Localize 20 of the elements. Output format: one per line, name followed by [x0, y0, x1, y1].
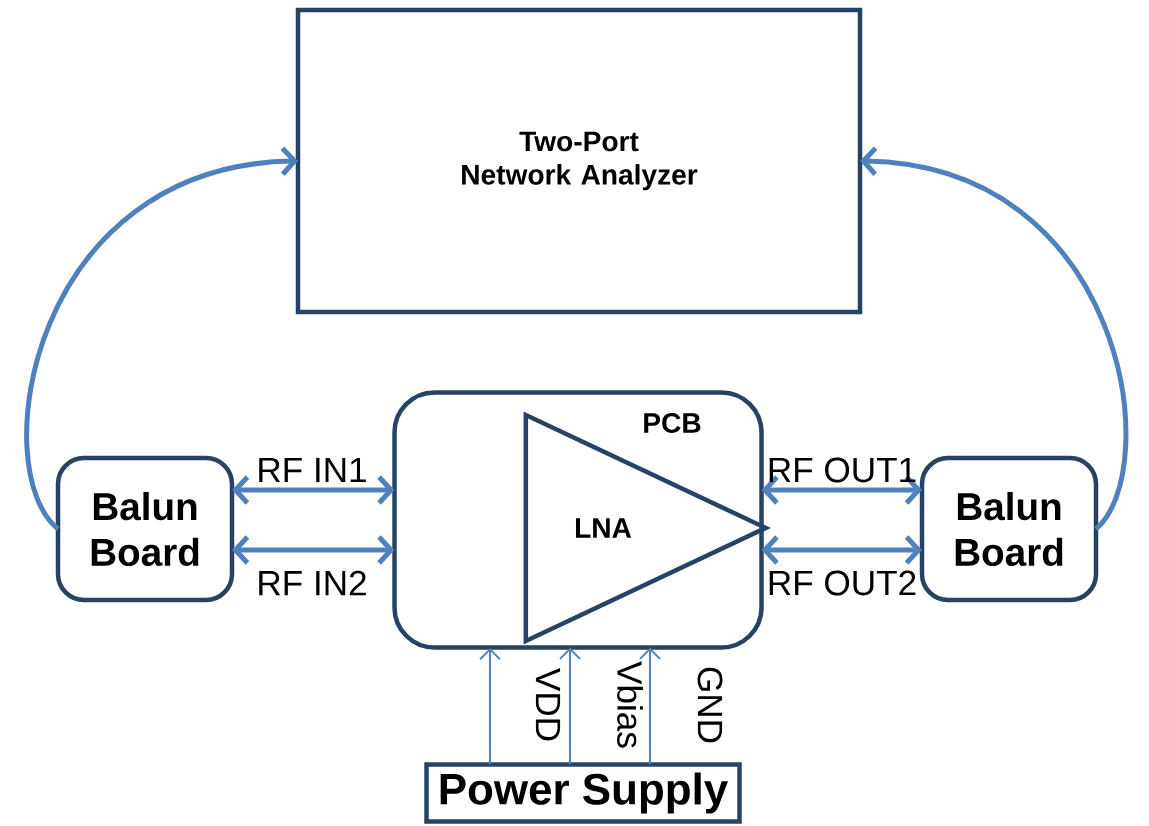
double-arrow	[761, 475, 922, 505]
edge-label: RF OUT2	[769, 570, 916, 596]
curved-arrow	[860, 146, 1128, 531]
edge-label: RF IN1	[259, 457, 366, 483]
pin-label: Vbias	[617, 661, 643, 748]
power-supply-box: Power Supply	[424, 762, 742, 824]
curved-arrow	[24, 146, 298, 531]
arrow	[639, 647, 661, 766]
edge-label: RF OUT1	[769, 457, 916, 483]
balun-box: Balun Board	[919, 455, 1099, 603]
edge-label: RF IN2	[259, 570, 366, 596]
pin-label: VDD	[535, 668, 561, 741]
double-arrow	[232, 535, 395, 565]
arrow	[479, 648, 501, 766]
double-arrow	[761, 535, 922, 565]
balun-box: Balun Board	[55, 455, 235, 603]
double-arrow	[232, 475, 395, 505]
arrow	[559, 647, 581, 766]
analyzer-box: Two-Port Network Analyzer	[295, 7, 863, 315]
pin-label: GND	[697, 667, 723, 743]
